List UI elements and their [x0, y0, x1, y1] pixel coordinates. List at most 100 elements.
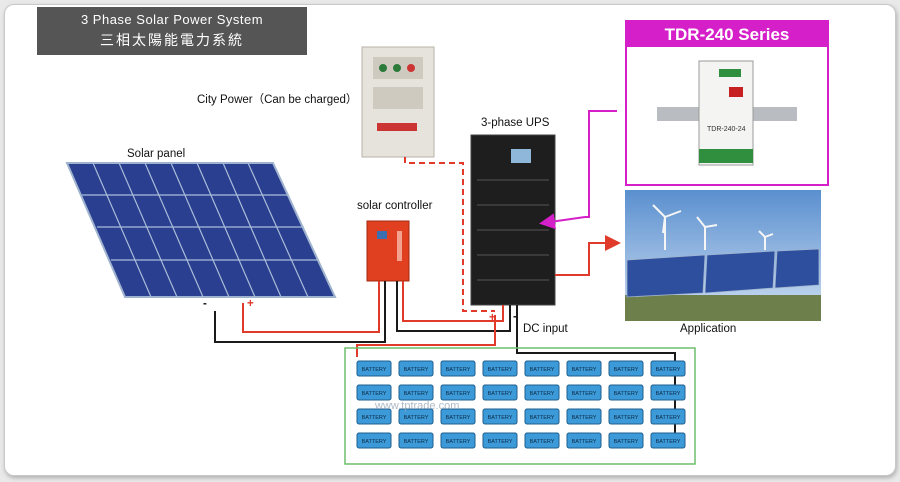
battery-label: BATTERY	[572, 391, 597, 397]
battery-cell: BATTERY	[650, 360, 686, 377]
battery-cell: BATTERY	[398, 432, 434, 449]
battery-label: BATTERY	[488, 439, 513, 445]
battery-label: BATTERY	[530, 367, 555, 373]
tdr-product-box: TDR-240 Series TDR-240-24	[625, 20, 829, 186]
label-solar-panel: Solar panel	[127, 148, 186, 160]
battery-label: BATTERY	[446, 367, 471, 373]
battery-cell: BATTERY	[650, 432, 686, 449]
battery-bank-border	[344, 347, 696, 465]
tdr-arrow	[539, 213, 586, 230]
label-ups: 3-phase UPS	[481, 117, 550, 129]
battery-cell: BATTERY	[524, 432, 560, 449]
battery-label: BATTERY	[572, 415, 597, 421]
city-power-cabinet	[361, 46, 435, 158]
battery-cell: BATTERY	[398, 384, 434, 401]
battery-cell: BATTERY	[482, 384, 518, 401]
application-image	[625, 190, 821, 321]
title-english: 3 Phase Solar Power System	[80, 12, 264, 27]
battery-cell: BATTERY	[608, 360, 644, 377]
battery-cell: BATTERY	[482, 360, 518, 377]
title-box: 3 Phase Solar Power System 三相太陽能電力系統	[37, 7, 307, 55]
solar-controller	[366, 220, 410, 282]
battery-cell: BATTERY	[650, 408, 686, 425]
battery-cell: BATTERY	[524, 360, 560, 377]
battery-cell: BATTERY	[356, 408, 392, 425]
battery-label: BATTERY	[446, 439, 471, 445]
tdr-model-text: TDR-240-24	[707, 126, 746, 133]
battery-label: BATTERY	[362, 415, 387, 421]
battery-label: BATTERY	[362, 439, 387, 445]
battery-bank: BATTERY BATTERY BATTERY BATTERY BATTERY BATTE…	[356, 360, 686, 449]
label-application: Application	[680, 323, 737, 335]
city-power-wire	[404, 157, 495, 312]
battery-cell: BATTERY	[524, 408, 560, 425]
title-chinese: 三相太陽能電力系統	[100, 32, 244, 48]
battery-label: BATTERY	[404, 367, 429, 373]
solar-positive-wire	[242, 281, 380, 333]
battery-cell: BATTERY	[398, 408, 434, 425]
ups-cabinet	[470, 134, 556, 306]
battery-cell: BATTERY	[566, 384, 602, 401]
battery-label: BATTERY	[656, 391, 681, 397]
watermark-bottom: www.tptrade.com	[375, 400, 460, 412]
diagram-frame: 3 Phase Solar Power System 三相太陽能電力系統	[4, 4, 896, 476]
controller-negative-wire	[396, 281, 511, 332]
battery-cell: BATTERY	[650, 384, 686, 401]
ups-plus-sign: +	[489, 312, 496, 324]
battery-cell: BATTERY	[608, 384, 644, 401]
battery-label: BATTERY	[656, 439, 681, 445]
battery-label: BATTERY	[446, 391, 471, 397]
battery-label: BATTERY	[488, 391, 513, 397]
diagram-canvas: BATTERY BATTERY BATTERY BATTERY BATTERY BATTE…	[65, 46, 821, 465]
battery-cell: BATTERY	[356, 360, 392, 377]
label-dc-input: DC input	[523, 323, 568, 335]
battery-cell: BATTERY	[482, 408, 518, 425]
battery-label: BATTERY	[530, 415, 555, 421]
battery-cell: BATTERY	[608, 408, 644, 425]
battery-label: BATTERY	[656, 367, 681, 373]
battery-label: BATTERY	[614, 439, 639, 445]
label-solar-controller: solar controller	[357, 200, 433, 212]
battery-cell: BATTERY	[440, 408, 476, 425]
battery-label: BATTERY	[488, 415, 513, 421]
battery-label: BATTERY	[614, 391, 639, 397]
battery-cell: BATTERY	[440, 360, 476, 377]
battery-label: BATTERY	[614, 415, 639, 421]
battery-label: BATTERY	[362, 367, 387, 373]
battery-label: BATTERY	[488, 367, 513, 373]
battery-cell: BATTERY	[356, 384, 392, 401]
battery-label: BATTERY	[572, 367, 597, 373]
label-city-power: City Power（Can be charged）	[197, 94, 358, 106]
battery-cell: BATTERY	[440, 384, 476, 401]
battery-cell: BATTERY	[440, 432, 476, 449]
battery-cell: BATTERY	[566, 408, 602, 425]
battery-positive-wire	[356, 315, 496, 357]
solar-minus-sign: -	[203, 298, 207, 310]
solar-negative-wire	[214, 281, 386, 343]
battery-label: BATTERY	[656, 415, 681, 421]
tdr-product-image: TDR-240-24	[657, 60, 797, 166]
battery-label: BATTERY	[530, 439, 555, 445]
tdr-connector-line	[585, 110, 617, 218]
solar-plus-sign: +	[247, 298, 254, 310]
battery-cell: BATTERY	[524, 384, 560, 401]
controller-positive-wire	[402, 281, 504, 322]
battery-label: BATTERY	[404, 439, 429, 445]
battery-cell: BATTERY	[398, 360, 434, 377]
ups-minus-sign: -	[513, 311, 517, 323]
battery-label: BATTERY	[446, 415, 471, 421]
solar-panel	[65, 162, 337, 298]
output-arrow	[555, 235, 621, 276]
tdr-header: TDR-240 Series	[627, 22, 827, 47]
battery-cell: BATTERY	[608, 432, 644, 449]
battery-cell: BATTERY	[566, 360, 602, 377]
battery-label: BATTERY	[530, 391, 555, 397]
battery-label: BATTERY	[572, 439, 597, 445]
battery-cell: BATTERY	[566, 432, 602, 449]
battery-label: BATTERY	[614, 367, 639, 373]
battery-cell: BATTERY	[356, 432, 392, 449]
battery-label: BATTERY	[404, 415, 429, 421]
battery-cell: BATTERY	[482, 432, 518, 449]
battery-label: BATTERY	[362, 391, 387, 397]
battery-label: BATTERY	[404, 391, 429, 397]
